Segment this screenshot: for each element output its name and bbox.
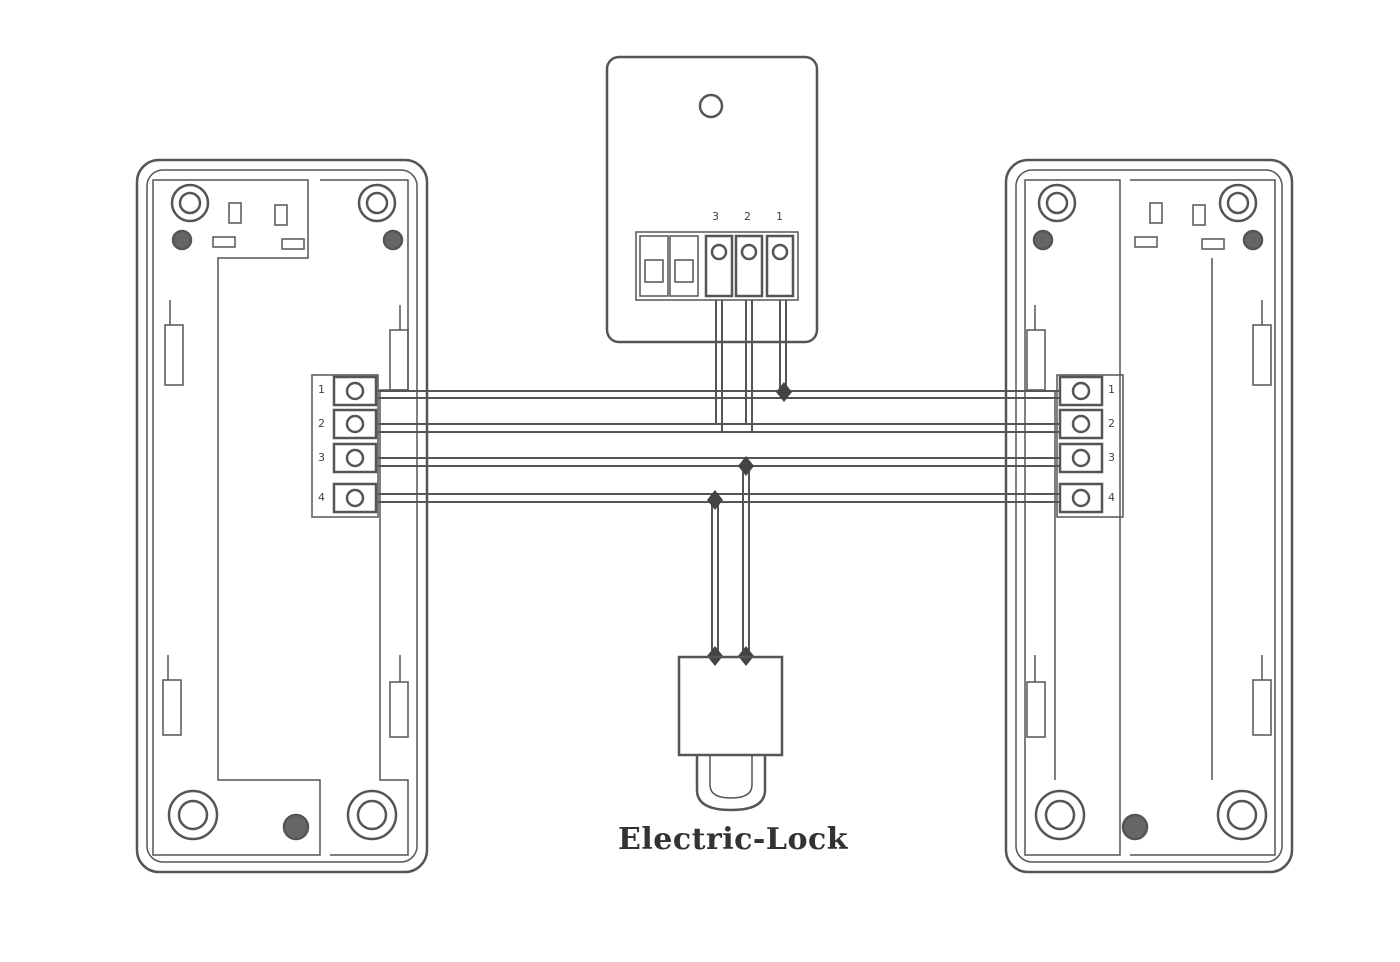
left-terminal-2: 2 <box>318 417 325 430</box>
left-terminal-3: 3 <box>318 451 325 464</box>
junction-box <box>605 55 819 344</box>
electric-lock <box>677 655 784 812</box>
right-terminal-3: 3 <box>1108 451 1115 464</box>
right-terminal-2: 2 <box>1108 417 1115 430</box>
center-terminal-1: 1 <box>776 210 783 223</box>
electric-lock-label: Electric-Lock <box>617 822 849 857</box>
center-terminal-2: 2 <box>744 210 751 223</box>
left-terminal-1: 1 <box>318 383 325 396</box>
center-terminal-3: 3 <box>712 210 719 223</box>
right-terminal-1: 1 <box>1108 383 1115 396</box>
right-monitor-backplate <box>1004 158 1294 874</box>
right-terminal-4: 4 <box>1108 491 1115 504</box>
left-monitor-backplate <box>135 158 429 874</box>
left-terminal-4: 4 <box>318 491 325 504</box>
wires <box>378 300 1060 655</box>
